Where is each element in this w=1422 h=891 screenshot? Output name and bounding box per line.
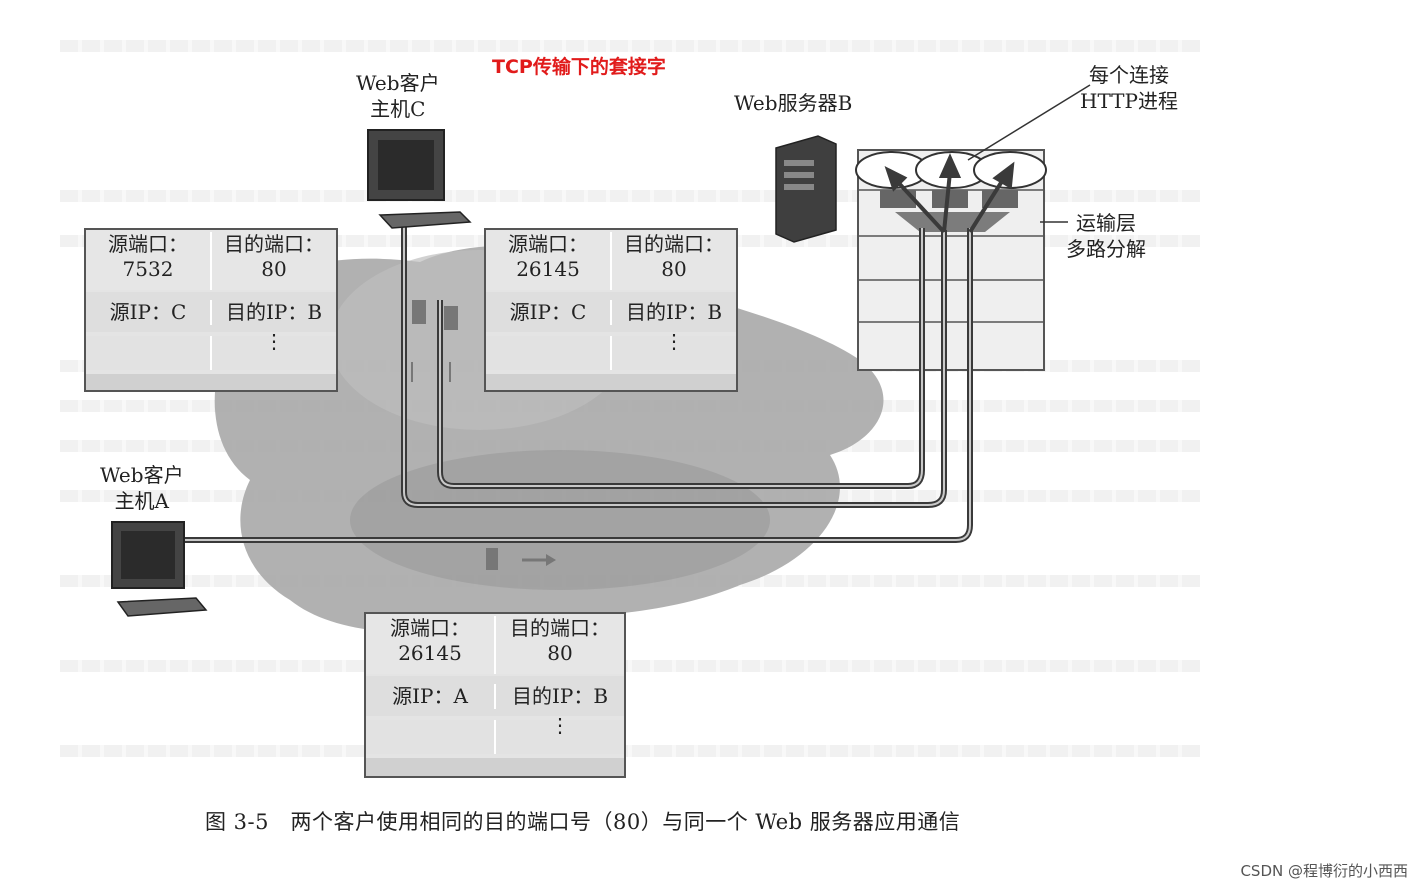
server-b-label: Web服务器B — [734, 91, 853, 115]
host-a-computer-icon — [111, 521, 208, 617]
figure-title: TCP传输下的套接字 — [492, 56, 666, 78]
dst-port-label: 目的端口： — [510, 616, 610, 640]
demux-label-line1: 运输层 — [1076, 211, 1136, 235]
dst-port-value: 80 — [261, 257, 287, 281]
figure-caption: 图 3-5 两个客户使用相同的目的端口号（80）与同一个 Web 服务器应用通信 — [205, 810, 961, 834]
dst-ip: 目的IP：B — [494, 683, 624, 709]
server-b-icon — [775, 135, 837, 243]
host-c-label-line2: 主机C — [370, 97, 426, 121]
host-c-label-line1: Web客户 — [356, 71, 440, 95]
src-port-label: 源端口： — [108, 232, 188, 256]
src-port-value: 26145 — [398, 641, 462, 665]
background-text-line — [60, 660, 1200, 672]
more-fields: ⋮ — [210, 331, 336, 370]
dst-ip: 目的IP：B — [210, 299, 336, 325]
dst-port-label: 目的端口： — [224, 232, 324, 256]
http-process-label-line2: HTTP进程 — [1080, 89, 1178, 113]
host-c-computer-icon — [367, 129, 472, 229]
src-ip: 源IP：A — [392, 683, 468, 708]
demux-label-line2: 多路分解 — [1066, 237, 1146, 261]
host-a-label-line1: Web客户 — [100, 463, 184, 487]
src-ip: 源IP：C — [509, 299, 587, 324]
host-c-label: Web客户 主机C — [356, 70, 440, 122]
segment-header-1: 源端口：7532 目的端口：80 源IP：C 目的IP：B ⋮ — [84, 228, 338, 392]
more-fields: ⋮ — [610, 331, 736, 370]
dst-port-label: 目的端口： — [624, 232, 724, 256]
src-ip: 源IP：C — [109, 299, 187, 324]
dst-ip: 目的IP：B — [610, 299, 736, 325]
background-text-line — [60, 40, 1200, 52]
background-text-line — [60, 745, 1200, 757]
src-port-label: 源端口： — [508, 232, 588, 256]
host-a-label: Web客户 主机A — [100, 462, 184, 514]
src-port-label: 源端口： — [390, 616, 470, 640]
more-fields: ⋮ — [494, 715, 624, 754]
watermark: CSDN @程博衍的小西西 — [1240, 862, 1408, 880]
host-a-label-line2: 主机A — [114, 489, 170, 513]
src-port-value: 26145 — [516, 257, 580, 281]
dst-port-value: 80 — [661, 257, 687, 281]
dst-port-value: 80 — [547, 641, 573, 665]
segment-header-3: 源端口：26145 目的端口：80 源IP：A 目的IP：B ⋮ — [364, 612, 626, 778]
src-port-value: 7532 — [122, 257, 174, 281]
http-process-label-line1: 每个连接 — [1088, 63, 1169, 87]
demux-label: 运输层 多路分解 — [1066, 210, 1146, 262]
http-process-label: 每个连接 HTTP进程 — [1080, 62, 1178, 114]
segment-header-2: 源端口：26145 目的端口：80 源IP：C 目的IP：B ⋮ — [484, 228, 738, 392]
